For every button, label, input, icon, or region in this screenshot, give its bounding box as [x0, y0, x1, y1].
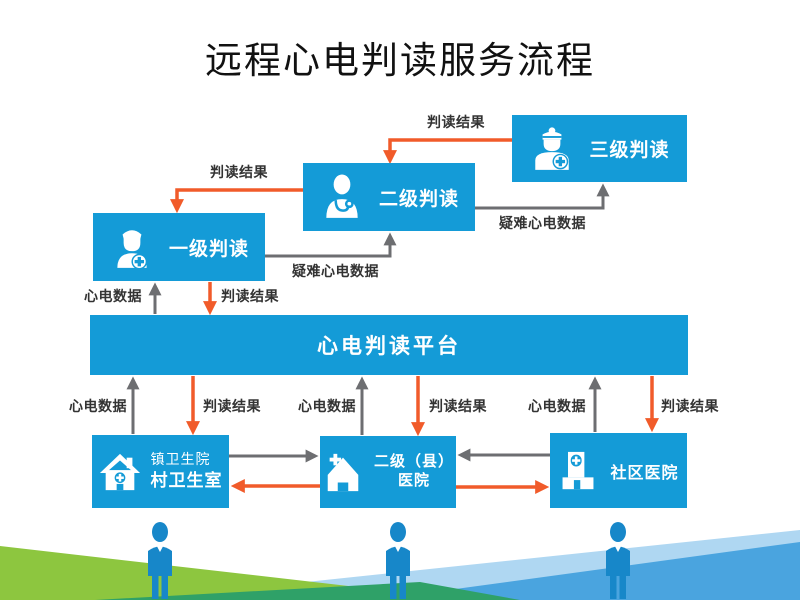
edge-label-result-village: 判读结果 — [203, 398, 261, 414]
node-village-line2: 村卫生室 — [150, 470, 223, 490]
edge-label-difficult-lower: 疑难心电数据 — [292, 263, 379, 279]
edge-label-data-community: 心电数据 — [528, 398, 586, 414]
person-icon — [386, 522, 410, 599]
community-clinic-building-icon — [563, 451, 594, 489]
edge-label-result-top: 判读结果 — [427, 114, 485, 130]
person-icon — [148, 522, 172, 599]
edge-label-result-mid: 判读结果 — [210, 164, 268, 180]
page-title: 远程心电判读服务流程 — [205, 41, 595, 82]
node-level1-label: 一级判读 — [168, 238, 249, 260]
node-level2: 二级判读 — [303, 163, 475, 231]
node-level1: 一级判读 — [93, 213, 265, 281]
node-county-line1: 二级（县） — [373, 453, 454, 471]
edge-label-result-l1: 判读结果 — [221, 288, 279, 304]
node-community-label: 社区医院 — [610, 464, 679, 482]
nurse-doctor-icon — [117, 230, 148, 270]
edge-label-difficult-upper: 疑难心电数据 — [499, 215, 586, 231]
village-clinic-house-icon — [99, 453, 140, 490]
node-level3: 三级判读 — [512, 115, 687, 182]
node-level2-label: 二级判读 — [378, 188, 459, 210]
edge-label-data-county: 心电数据 — [298, 398, 356, 414]
edge-label-result-county: 判读结果 — [429, 398, 487, 414]
person-icon — [606, 522, 630, 599]
surgeon-doctor-icon — [535, 126, 570, 170]
node-platform-label: 心电判读平台 — [317, 335, 461, 358]
edge-label-data-village: 心电数据 — [69, 398, 127, 414]
node-platform: 心电判读平台 — [90, 315, 688, 375]
edge-label-data-l1: 心电数据 — [84, 288, 142, 304]
county-hospital-icon — [327, 453, 359, 492]
node-county-line2: 医院 — [397, 472, 430, 489]
edge-label-result-community: 判读结果 — [661, 398, 719, 414]
node-village-clinic: 镇卫生院 村卫生室 — [92, 435, 229, 508]
node-community-hospital: 社区医院 — [550, 433, 687, 508]
node-village-line1: 镇卫生院 — [150, 453, 211, 469]
node-level3-label: 三级判读 — [589, 140, 670, 161]
node-county-hospital: 二级（县） 医院 — [320, 436, 456, 508]
stethoscope-doctor-icon — [326, 174, 358, 218]
